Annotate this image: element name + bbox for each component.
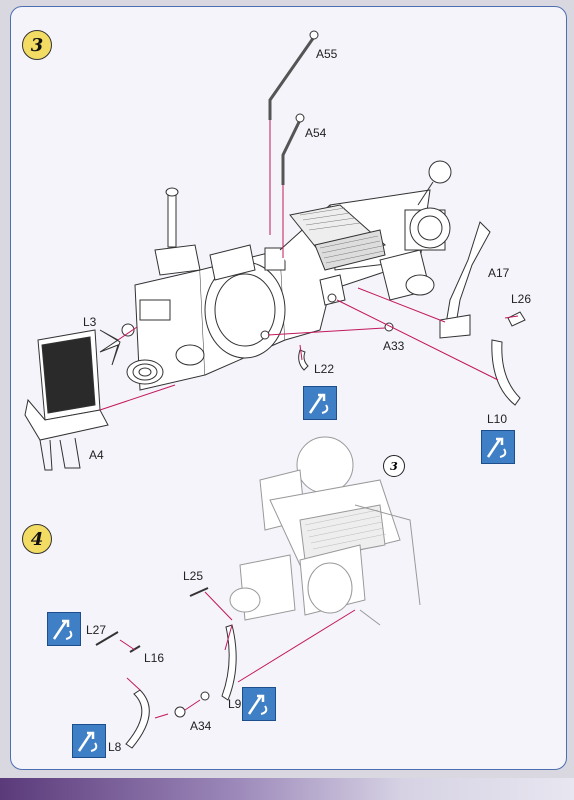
- hose-l10: [491, 339, 521, 406]
- part-l25: [189, 587, 209, 597]
- part-l16: [129, 645, 141, 653]
- flip-part-icon: [47, 612, 81, 646]
- label-l27: L27: [86, 623, 107, 637]
- rod-a54: [281, 113, 305, 185]
- part-l26: [507, 311, 526, 327]
- label-a54: A54: [305, 126, 327, 140]
- label-a4: A4: [89, 448, 104, 462]
- reference-callout-number: 3: [390, 459, 398, 473]
- step-3-badge: 3: [22, 30, 52, 60]
- label-l10: L10: [487, 412, 508, 426]
- label-l26: L26: [511, 292, 532, 306]
- hose-l8: [125, 689, 150, 749]
- radiator-part: [24, 329, 109, 471]
- label-l8: L8: [108, 740, 122, 754]
- flip-part-icon: [72, 724, 106, 758]
- flip-part-icon: [481, 430, 515, 464]
- rod-a55: [268, 30, 319, 120]
- flip-part-icon: [303, 386, 337, 420]
- label-a33: A33: [383, 339, 405, 353]
- lever-a17: [439, 221, 491, 339]
- chassis-detail: [229, 436, 421, 626]
- label-l9: L9: [228, 697, 242, 711]
- label-l16: L16: [144, 651, 165, 665]
- label-l22: L22: [314, 362, 335, 376]
- part-a34: [174, 706, 186, 718]
- hose-l9: [221, 624, 237, 701]
- background-edge: [0, 778, 574, 800]
- step-4-number: 4: [30, 528, 44, 550]
- flip-part-icon: [242, 687, 276, 721]
- label-a17: A17: [488, 266, 510, 280]
- label-a55: A55: [316, 47, 338, 61]
- engine-assembly: [126, 160, 452, 391]
- label-l3: L3: [83, 315, 97, 329]
- step-3-number: 3: [30, 34, 44, 56]
- label-l25: L25: [183, 569, 204, 583]
- guide-lines: [99, 120, 519, 719]
- reference-callout: 3: [383, 455, 405, 477]
- fan-part: [99, 323, 135, 366]
- label-a34: A34: [190, 719, 212, 733]
- part-l27: [95, 631, 119, 646]
- instruction-sheet: [10, 6, 567, 770]
- part-l22: [298, 349, 309, 371]
- step-4-badge: 4: [22, 524, 52, 554]
